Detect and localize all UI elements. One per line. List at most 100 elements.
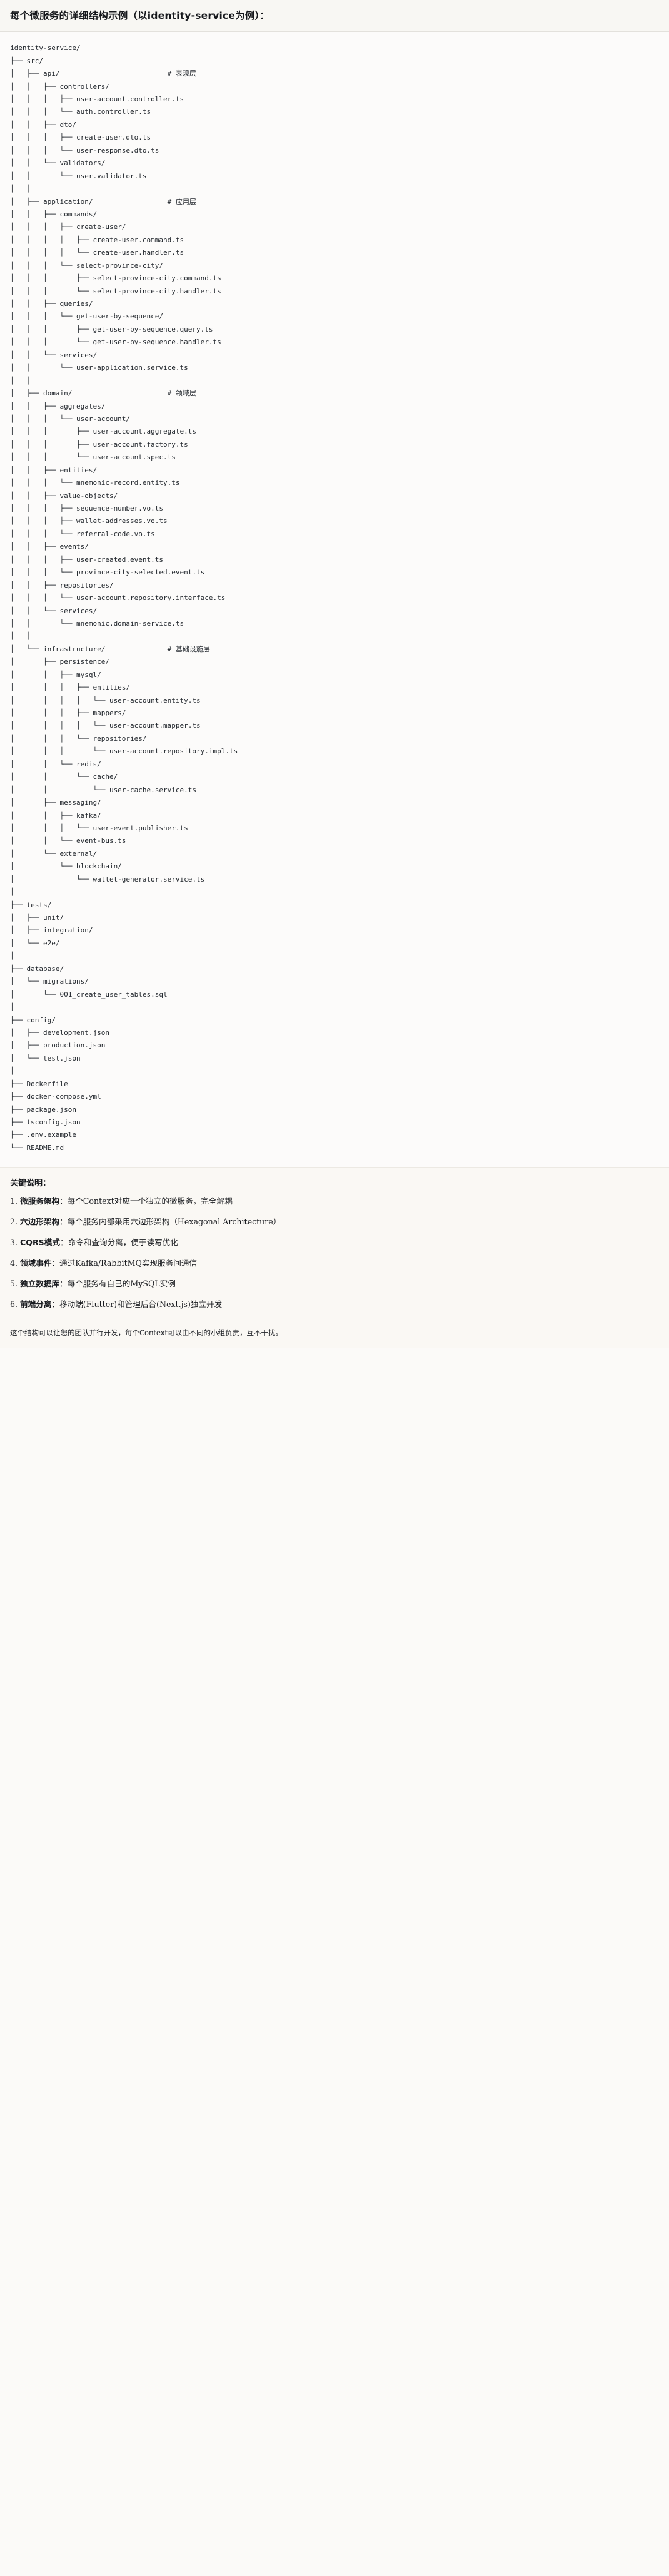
key-point-term: 六边形架构 xyxy=(20,1217,59,1227)
tree-line: │ │ ├── queries/ xyxy=(10,300,93,308)
tree-line: │ │ │ └── user-account/ xyxy=(10,414,131,423)
key-point-term: 前端分离 xyxy=(20,1299,52,1309)
tree-line: │ │ ├── mysql/ xyxy=(10,670,101,679)
key-point-separator: ： xyxy=(59,1196,68,1206)
tree-line: │ │ │ ├── user-account.factory.ts xyxy=(10,440,188,449)
tree-line: │ ├── persistence/ xyxy=(10,658,109,666)
key-point-separator: ： xyxy=(59,1238,68,1248)
key-point-separator: ： xyxy=(51,1299,59,1309)
key-point-item: 4. 领域事件：通过Kafka/RabbitMQ实现服务间通信 xyxy=(10,1258,659,1270)
key-point-term: 独立数据库 xyxy=(20,1278,59,1288)
tree-line: │ │ │ └── repositories/ xyxy=(10,734,147,743)
key-point-item: 2. 六边形架构：每个服务内部采用六边形架构（Hexagonal Archite… xyxy=(10,1216,659,1228)
tree-line: │ xyxy=(10,1003,14,1012)
tree-line: │ │ │ └── auth.controller.ts xyxy=(10,108,151,116)
tree-line: │ ├── messaging/ xyxy=(10,798,101,807)
tree-line: ├── .env.example xyxy=(10,1131,76,1139)
key-point-number: 5. xyxy=(10,1278,21,1288)
tree-line: │ │ xyxy=(10,185,31,193)
tree-layer-comment: # 领域层 xyxy=(167,389,196,398)
tree-line: │ │ │ ├── mappers/ xyxy=(10,709,126,717)
tree-line: │ ├── domain/ # 领域层 xyxy=(10,387,659,400)
key-point-description: 每个Context对应一个独立的微服务，完全解耦 xyxy=(67,1196,233,1206)
tree-line: │ │ │ │ └── user-account.mapper.ts xyxy=(10,721,201,730)
tree-line: │ │ └── mnemonic.domain-service.ts xyxy=(10,619,184,628)
tree-line: │ │ xyxy=(10,632,31,641)
tree-line: │ │ ├── controllers/ xyxy=(10,82,109,91)
tree-line: │ │ ├── repositories/ xyxy=(10,581,114,589)
key-point-item: 3. CQRS模式：命令和查询分离，便于读写优化 xyxy=(10,1237,659,1249)
tree-line: ├── tests/ xyxy=(10,900,52,909)
key-point-separator: ： xyxy=(59,1278,68,1288)
key-point-description: 每个服务内部采用六边形架构（Hexagonal Architecture） xyxy=(67,1217,281,1227)
tree-line: │ │ ├── commands/ xyxy=(10,210,98,218)
tree-line: │ │ │ └── referral-code.vo.ts xyxy=(10,529,155,538)
tree-layer-comment: # 基础设施层 xyxy=(167,644,210,653)
tree-line: │ │ │ └── get-user-by-sequence/ xyxy=(10,312,164,321)
tree-line: │ │ │ └── user-account.repository.interf… xyxy=(10,594,226,603)
key-point-description: 移动端(Flutter)和管理后台(Next.js)独立开发 xyxy=(59,1299,223,1309)
tree-line: │ │ │ └── user-account.repository.impl.t… xyxy=(10,747,238,756)
key-point-term: CQRS模式 xyxy=(20,1238,60,1248)
key-point-number: 2. xyxy=(10,1217,21,1227)
tree-line: │ │ │ └── select-province-city/ xyxy=(10,261,164,270)
tree-line: ├── package.json xyxy=(10,1105,76,1114)
tree-line: │ └── infrastructure/ # 基础设施层 xyxy=(10,643,659,656)
key-point-number: 4. xyxy=(10,1258,21,1268)
tree-line: ├── config/ xyxy=(10,1016,56,1024)
tree-path: │ ├── domain/ xyxy=(10,389,168,398)
tree-line: │ │ └── redis/ xyxy=(10,760,101,768)
tree-line: │ │ │ └── user-event.publisher.ts xyxy=(10,823,188,832)
tree-path: │ └── infrastructure/ xyxy=(10,644,168,653)
tree-line: │ │ │ ├── user-created.event.ts xyxy=(10,555,164,564)
tree-line: │ │ └── services/ xyxy=(10,350,98,359)
tree-line: │ │ │ ├── wallet-addresses.vo.ts xyxy=(10,517,168,526)
key-point-item: 1. 微服务架构：每个Context对应一个独立的微服务，完全解耦 xyxy=(10,1196,659,1208)
tree-line: │ └── external/ xyxy=(10,849,98,858)
key-point-description: 每个服务有自己的MySQL实例 xyxy=(67,1278,176,1288)
key-points-heading: 关键说明： xyxy=(10,1179,51,1189)
key-point-number: 3. xyxy=(10,1238,21,1248)
tree-line: │ ├── unit/ xyxy=(10,914,64,922)
tree-line: │ xyxy=(10,952,14,960)
tree-line: │ └── test.json xyxy=(10,1054,81,1062)
tree-path: │ ├── application/ xyxy=(10,197,168,206)
tree-line: │ │ ├── aggregates/ xyxy=(10,402,106,410)
tree-line: │ │ ├── entities/ xyxy=(10,466,98,474)
tree-line: │ │ │ └── select-province-city.handler.t… xyxy=(10,287,221,295)
tree-line: └── README.md xyxy=(10,1143,64,1152)
tree-line: │ │ └── user-cache.service.ts xyxy=(10,785,197,794)
key-point-separator: ： xyxy=(51,1258,59,1268)
closing-paragraph: 这个结构可以让您的团队并行开发，每个Context可以由不同的小组负责，互不干扰… xyxy=(0,1323,669,1349)
tree-line: ├── Dockerfile xyxy=(10,1079,68,1088)
tree-line: │ ├── api/ # 表现层 xyxy=(10,68,659,80)
tree-line: │ │ │ │ └── create-user.handler.ts xyxy=(10,248,184,257)
tree-line: │ │ ├── dto/ xyxy=(10,120,76,129)
tree-line: │ │ │ ├── entities/ xyxy=(10,683,131,692)
key-point-item: 5. 独立数据库：每个服务有自己的MySQL实例 xyxy=(10,1278,659,1290)
tree-line: │ │ xyxy=(10,376,31,385)
tree-line: │ └── blockchain/ xyxy=(10,862,122,871)
tree-line: │ │ │ ├── select-province-city.command.t… xyxy=(10,274,221,283)
tree-line: │ ├── production.json xyxy=(10,1041,106,1050)
tree-path: │ ├── api/ xyxy=(10,69,168,78)
key-point-item: 6. 前端分离：移动端(Flutter)和管理后台(Next.js)独立开发 xyxy=(10,1299,659,1311)
tree-line: │ ├── development.json xyxy=(10,1028,109,1037)
tree-line: │ │ ├── kafka/ xyxy=(10,811,101,820)
directory-tree-block: identity-service/├── src/│ ├── api/ # 表现… xyxy=(0,32,669,1168)
directory-tree: identity-service/├── src/│ ├── api/ # 表现… xyxy=(10,42,659,1154)
tree-line: │ │ ├── value-objects/ xyxy=(10,491,118,500)
tree-line: │ ├── integration/ xyxy=(10,926,93,935)
tree-line: │ │ │ │ └── user-account.entity.ts xyxy=(10,696,201,705)
tree-layer-comment: # 表现层 xyxy=(167,69,196,78)
tree-line: │ │ │ │ ├── create-user.command.ts xyxy=(10,235,184,244)
key-point-description: 通过Kafka/RabbitMQ实现服务间通信 xyxy=(59,1258,198,1268)
page-title: 每个微服务的详细结构示例（以identity-service为例）： xyxy=(10,10,270,21)
tree-line: │ │ └── services/ xyxy=(10,606,98,615)
tree-line: │ │ └── validators/ xyxy=(10,159,106,168)
tree-line: │ │ └── event-bus.ts xyxy=(10,837,126,845)
tree-line: │ └── 001_create_user_tables.sql xyxy=(10,990,168,999)
tree-line: ├── docker-compose.yml xyxy=(10,1092,101,1101)
tree-line: identity-service/ xyxy=(10,44,81,53)
tree-line: │ │ │ └── mnemonic-record.entity.ts xyxy=(10,479,180,487)
